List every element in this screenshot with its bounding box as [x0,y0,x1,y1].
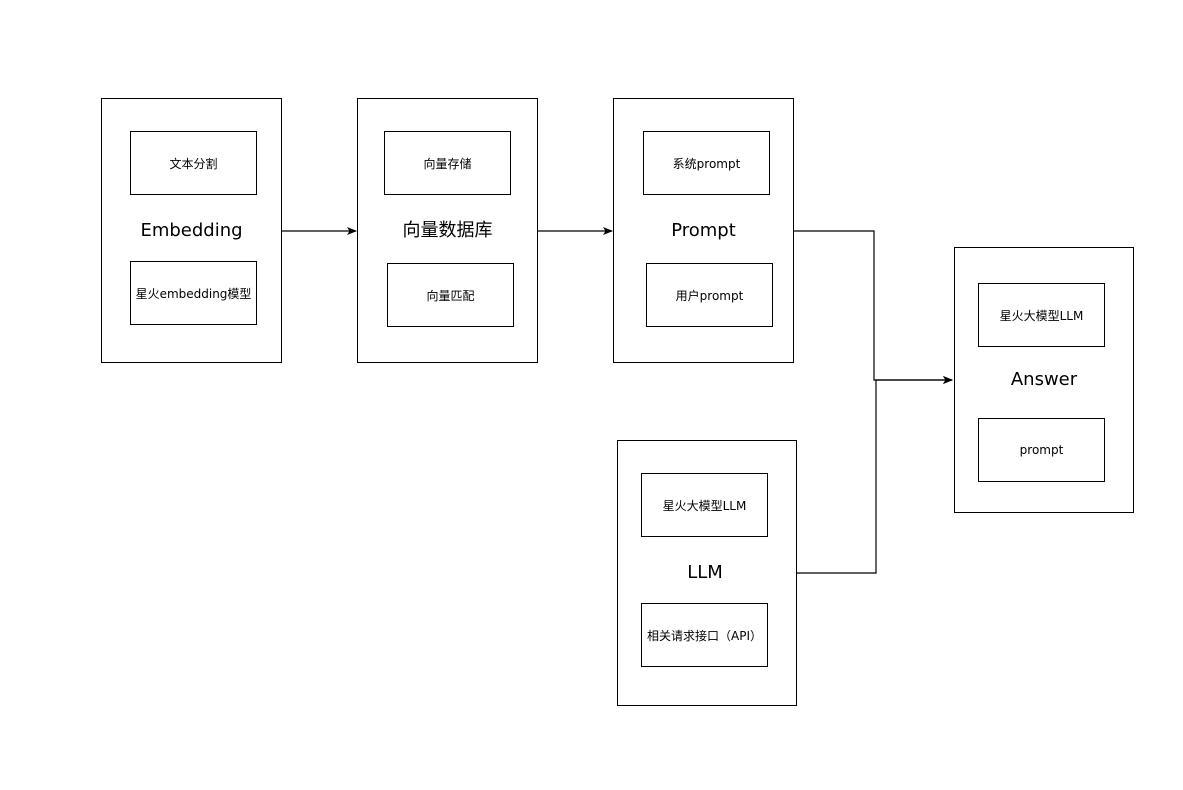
answer-node[interactable]: 星火大模型LLM Answer prompt [954,247,1134,513]
prompt-node[interactable]: 系统prompt Prompt 用户prompt [613,98,794,363]
prompt-item1-label: 系统prompt [672,156,741,171]
embedding-item2-label: 星火embedding模型 [135,286,252,301]
embedding-item1-label: 文本分割 [169,156,218,171]
vectordb-item2-label: 向量匹配 [426,288,475,303]
answer-item-prompt[interactable]: prompt [978,418,1105,482]
embedding-node[interactable]: 文本分割 Embedding 星火embedding模型 [101,98,282,363]
answer-item-model[interactable]: 星火大模型LLM [978,283,1105,347]
llm-node[interactable]: 星火大模型LLM LLM 相关请求接口（API） [617,440,797,706]
vectordb-node[interactable]: 向量存储 向量数据库 向量匹配 [357,98,538,363]
vectordb-item1-label: 向量存储 [423,156,472,171]
llm-item-model[interactable]: 星火大模型LLM [641,473,768,537]
arrow-llm-to-answer [797,376,953,574]
embedding-item-model[interactable]: 星火embedding模型 [130,261,257,325]
prompt-item2-label: 用户prompt [675,288,744,303]
prompt-item-user[interactable]: 用户prompt [646,263,773,327]
arrow-prompt-to-answer [794,230,953,384]
llm-title: LLM [687,562,723,583]
vectordb-item-storage[interactable]: 向量存储 [384,131,511,195]
answer-item1-label: 星火大模型LLM [999,308,1084,323]
answer-item2-label: prompt [1019,443,1064,457]
llm-item2-label: 相关请求接口（API） [647,628,762,643]
embedding-item-text-split[interactable]: 文本分割 [130,131,257,195]
answer-title: Answer [1010,369,1078,390]
vectordb-title: 向量数据库 [402,220,493,241]
llm-item1-label: 星火大模型LLM [662,498,747,513]
prompt-title: Prompt [671,220,736,241]
llm-item-api[interactable]: 相关请求接口（API） [641,603,768,667]
embedding-title: Embedding [140,220,243,241]
prompt-item-system[interactable]: 系统prompt [643,131,770,195]
vectordb-item-matching[interactable]: 向量匹配 [387,263,514,327]
